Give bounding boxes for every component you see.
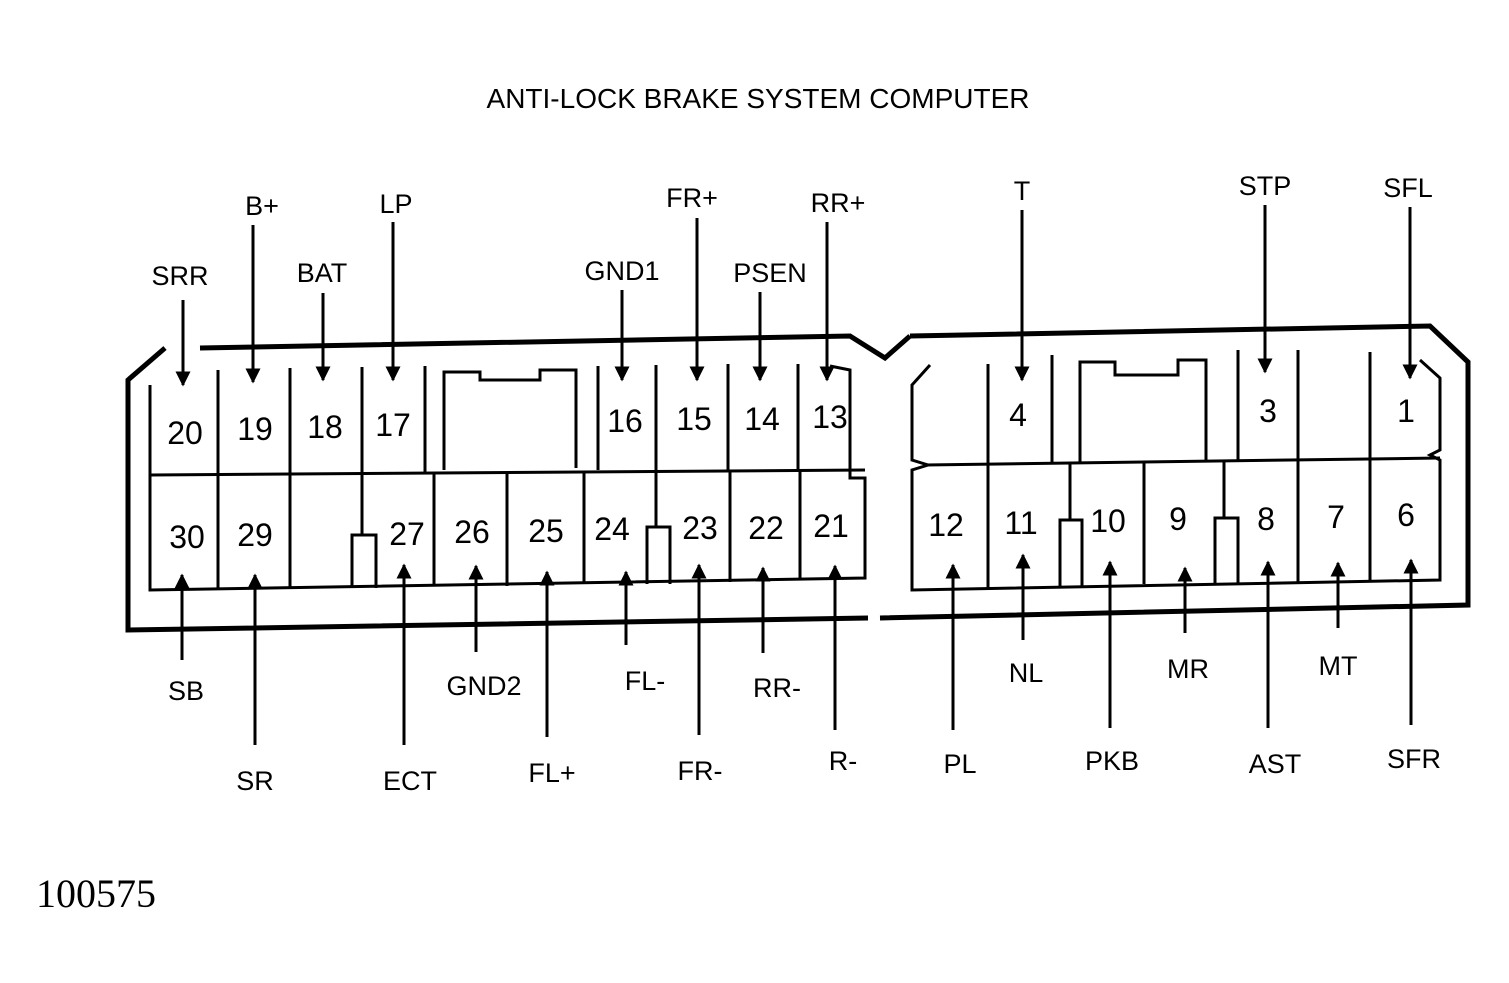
pin-number-7: 7 <box>1327 499 1345 535</box>
pin-number-20: 20 <box>167 415 203 451</box>
signal-label-ast: AST <box>1249 749 1302 779</box>
pin-number-1: 1 <box>1397 393 1415 429</box>
signal-label-rrminus: RR- <box>753 673 801 703</box>
pin-number-17: 17 <box>375 407 411 443</box>
pin-number-25: 25 <box>528 513 564 549</box>
signal-label-gnd1: GND1 <box>584 256 659 286</box>
signal-label-t: T <box>1014 176 1031 206</box>
signal-label-flplus: FL+ <box>528 758 575 788</box>
pin-number-27: 27 <box>389 516 425 552</box>
diagram-title: ANTI-LOCK BRAKE SYSTEM COMPUTER <box>487 83 1030 114</box>
pins-layer: 1346789101112131415161718192021222324252… <box>167 393 1415 555</box>
pin-number-6: 6 <box>1397 497 1415 533</box>
pin-number-3: 3 <box>1259 393 1277 429</box>
pin-number-9: 9 <box>1169 501 1187 537</box>
pin-number-23: 23 <box>682 510 718 546</box>
signal-label-mr: MR <box>1167 654 1209 684</box>
pin-number-12: 12 <box>928 507 964 543</box>
pin-number-10: 10 <box>1090 503 1126 539</box>
signal-label-flminus: FL- <box>625 666 666 696</box>
figure-code: 100575 <box>36 871 156 916</box>
right-connector-housing <box>879 323 1471 621</box>
signal-label-nl: NL <box>1009 658 1044 688</box>
pin-number-22: 22 <box>748 510 784 546</box>
signal-label-pkb: PKB <box>1085 746 1139 776</box>
signal-label-mt: MT <box>1319 651 1358 681</box>
signal-label-srr: SRR <box>151 261 208 291</box>
pin-number-15: 15 <box>676 401 712 437</box>
pin-number-18: 18 <box>307 409 343 445</box>
signal-label-rminus: R- <box>829 746 858 776</box>
signal-label-pl: PL <box>943 749 976 779</box>
pin-number-24: 24 <box>594 511 630 547</box>
signal-label-frplus: FR+ <box>666 183 718 213</box>
signal-label-ect: ECT <box>383 766 437 796</box>
left-connector-housing <box>125 333 912 633</box>
pin-number-29: 29 <box>237 517 273 553</box>
pin-number-16: 16 <box>607 403 643 439</box>
pin-number-21: 21 <box>813 508 849 544</box>
signal-label-sfr: SFR <box>1387 744 1441 774</box>
signal-label-rrplus: RR+ <box>811 188 866 218</box>
signal-label-bat: BAT <box>297 258 348 288</box>
pin-number-26: 26 <box>454 514 490 550</box>
pin-number-4: 4 <box>1009 397 1027 433</box>
pin-number-14: 14 <box>744 401 780 437</box>
pin-number-19: 19 <box>237 411 273 447</box>
pin-number-30: 30 <box>169 519 205 555</box>
signal-label-frminus: FR- <box>678 756 723 786</box>
signal-label-bplus: B+ <box>245 191 279 221</box>
signal-label-sr: SR <box>236 766 274 796</box>
signal-label-lp: LP <box>379 189 412 219</box>
signal-label-sb: SB <box>168 676 204 706</box>
pin-number-13: 13 <box>812 399 848 435</box>
pin-number-8: 8 <box>1257 501 1275 537</box>
signal-label-stp: STP <box>1239 171 1292 201</box>
signal-leads-layer: SFL STP T SFR MT AST MR PKB NL PL RR+ PSEN FR+ GND1 LP… <box>151 171 1441 796</box>
signal-label-sfl: SFL <box>1383 173 1433 203</box>
signal-label-gnd2: GND2 <box>446 671 521 701</box>
pin-number-11: 11 <box>1004 505 1037 541</box>
signal-label-psen: PSEN <box>733 258 807 288</box>
